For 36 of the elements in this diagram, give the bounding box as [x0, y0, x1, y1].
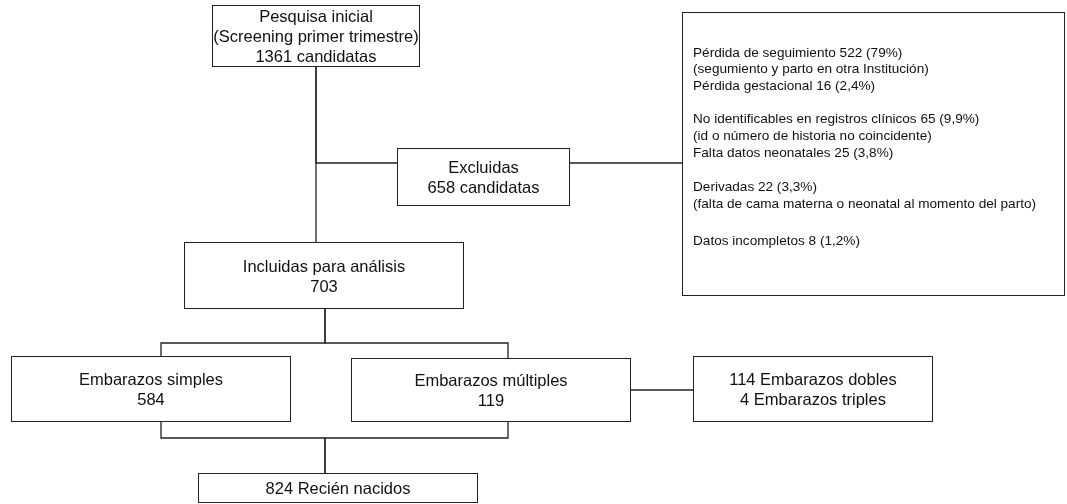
exclusion-list-box — [682, 12, 1065, 296]
connector-line — [569, 162, 683, 164]
connector-line — [324, 421, 509, 474]
box-text: Embarazos múltiples — [414, 370, 568, 390]
list-item-text: Pérdida gestacional 16 (2,4%) — [693, 78, 877, 95]
list-item-text: (id o número de historia no coincidente) — [693, 128, 933, 145]
process-box — [351, 358, 631, 422]
box-text: 658 candidatas — [427, 177, 540, 197]
connector-line — [315, 66, 398, 164]
connector-line — [324, 308, 509, 359]
box-text: 824 Recién nacidos — [265, 478, 411, 498]
box-text: Incluidas para análisis — [242, 255, 406, 276]
list-item-text: (falta de cama materna o neonatal al momento del parto) — [693, 196, 1038, 213]
box-text: (Screening primer trimestre) — [213, 26, 419, 46]
process-box — [693, 356, 933, 422]
process-box — [184, 242, 464, 309]
box-text: 119 — [477, 390, 505, 410]
list-item-text: No identificables en registros clínicos 65 (9,9%) — [693, 111, 981, 128]
list-item-text: Falta datos neonatales 25 (3,8%) — [693, 145, 895, 162]
box-text: 114 Embarazos dobles — [729, 369, 897, 389]
box-text: 1361 candidatas — [255, 46, 377, 66]
box-text: Excluidas — [448, 157, 519, 177]
list-item-text: (segumiento y parto en otra Institución) — [693, 61, 930, 78]
process-box — [212, 5, 420, 67]
box-text: 4 Embarazos triples — [740, 389, 886, 409]
connector-line — [630, 389, 694, 391]
list-item-text: Derivadas 22 (3,3%) — [693, 179, 818, 196]
process-box — [11, 356, 291, 422]
box-text: Embarazos simples — [79, 369, 223, 389]
box-text: Pesquisa inicial — [259, 6, 373, 26]
list-item-text: Datos incompletos 8 (1,2%) — [693, 233, 861, 250]
process-box — [397, 148, 570, 206]
box-text: 584 — [137, 389, 165, 409]
list-item-text: Pérdida de seguimiento 522 (79%) — [693, 45, 904, 62]
box-text: 703 — [310, 275, 338, 296]
process-box — [198, 473, 478, 503]
